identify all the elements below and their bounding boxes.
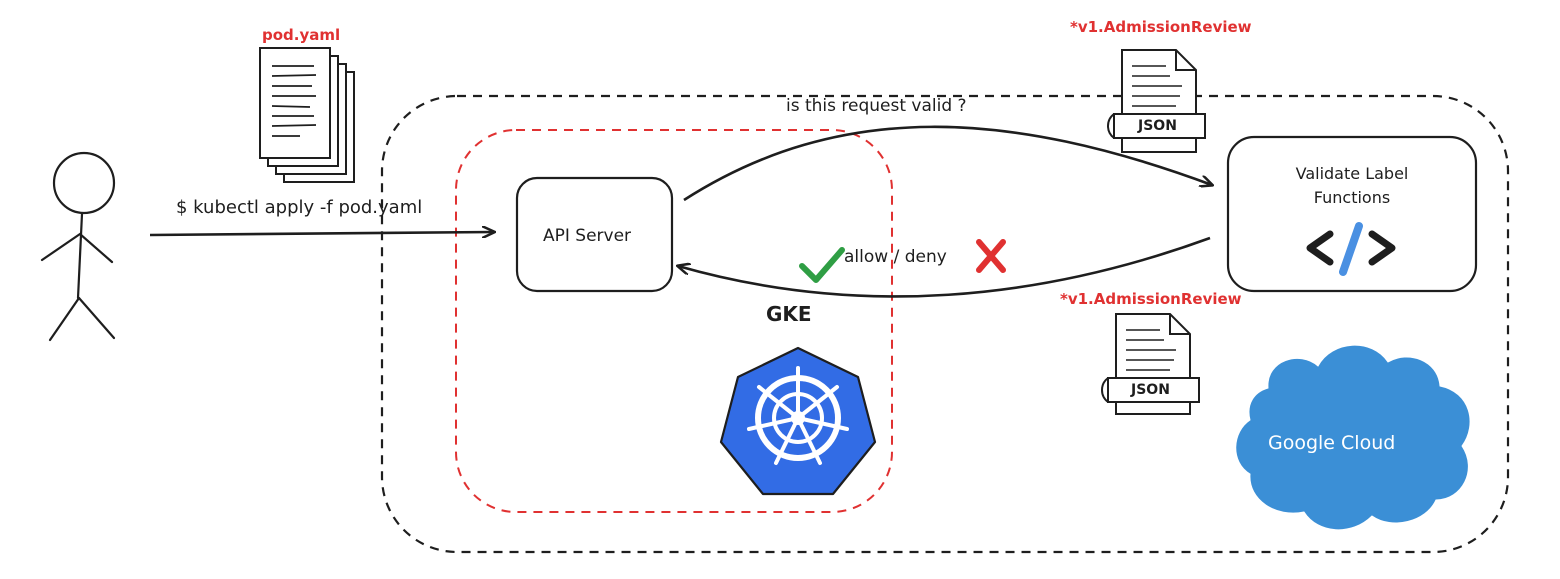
- api-server-box: [515, 176, 674, 293]
- json-document-icon-response: [1101, 313, 1200, 415]
- validator-box: [1226, 135, 1478, 293]
- validation-response-arrow: [678, 236, 1211, 298]
- gcp-boundary: [380, 94, 1510, 554]
- validation-request-arrow: [683, 125, 1212, 202]
- allow-deny-label: allow / deny: [844, 247, 947, 267]
- validator-label-line2: Functions: [1313, 188, 1391, 207]
- json-tag-response: JSON: [1131, 382, 1170, 398]
- code-icon: [1306, 222, 1396, 276]
- google-cloud-shape: [1235, 344, 1471, 531]
- validator-label-line1: Validate Label: [1295, 164, 1409, 183]
- kubectl-command-label: $ kubectl apply -f pod.yaml: [176, 197, 423, 218]
- pod-yaml-document-icon: [259, 47, 355, 183]
- api-server-label: API Server: [543, 226, 632, 246]
- kubectl-arrow: [149, 232, 494, 235]
- kubernetes-logo: [719, 346, 877, 496]
- json-tag-request: JSON: [1138, 118, 1177, 134]
- user-icon: [40, 151, 116, 342]
- gke-label: GKE: [766, 302, 812, 326]
- request-review-label: *v1.AdmissionReview: [1070, 18, 1252, 36]
- pod-yaml-label: pod.yaml: [262, 26, 341, 44]
- google-cloud-label: Google Cloud: [1268, 432, 1396, 454]
- validity-question-label: is this request valid ?: [786, 96, 967, 116]
- json-document-icon-request: [1107, 49, 1206, 153]
- allow-check-icon: [799, 247, 845, 283]
- response-review-label: *v1.AdmissionReview: [1060, 290, 1242, 308]
- deny-cross-icon: [976, 239, 1006, 273]
